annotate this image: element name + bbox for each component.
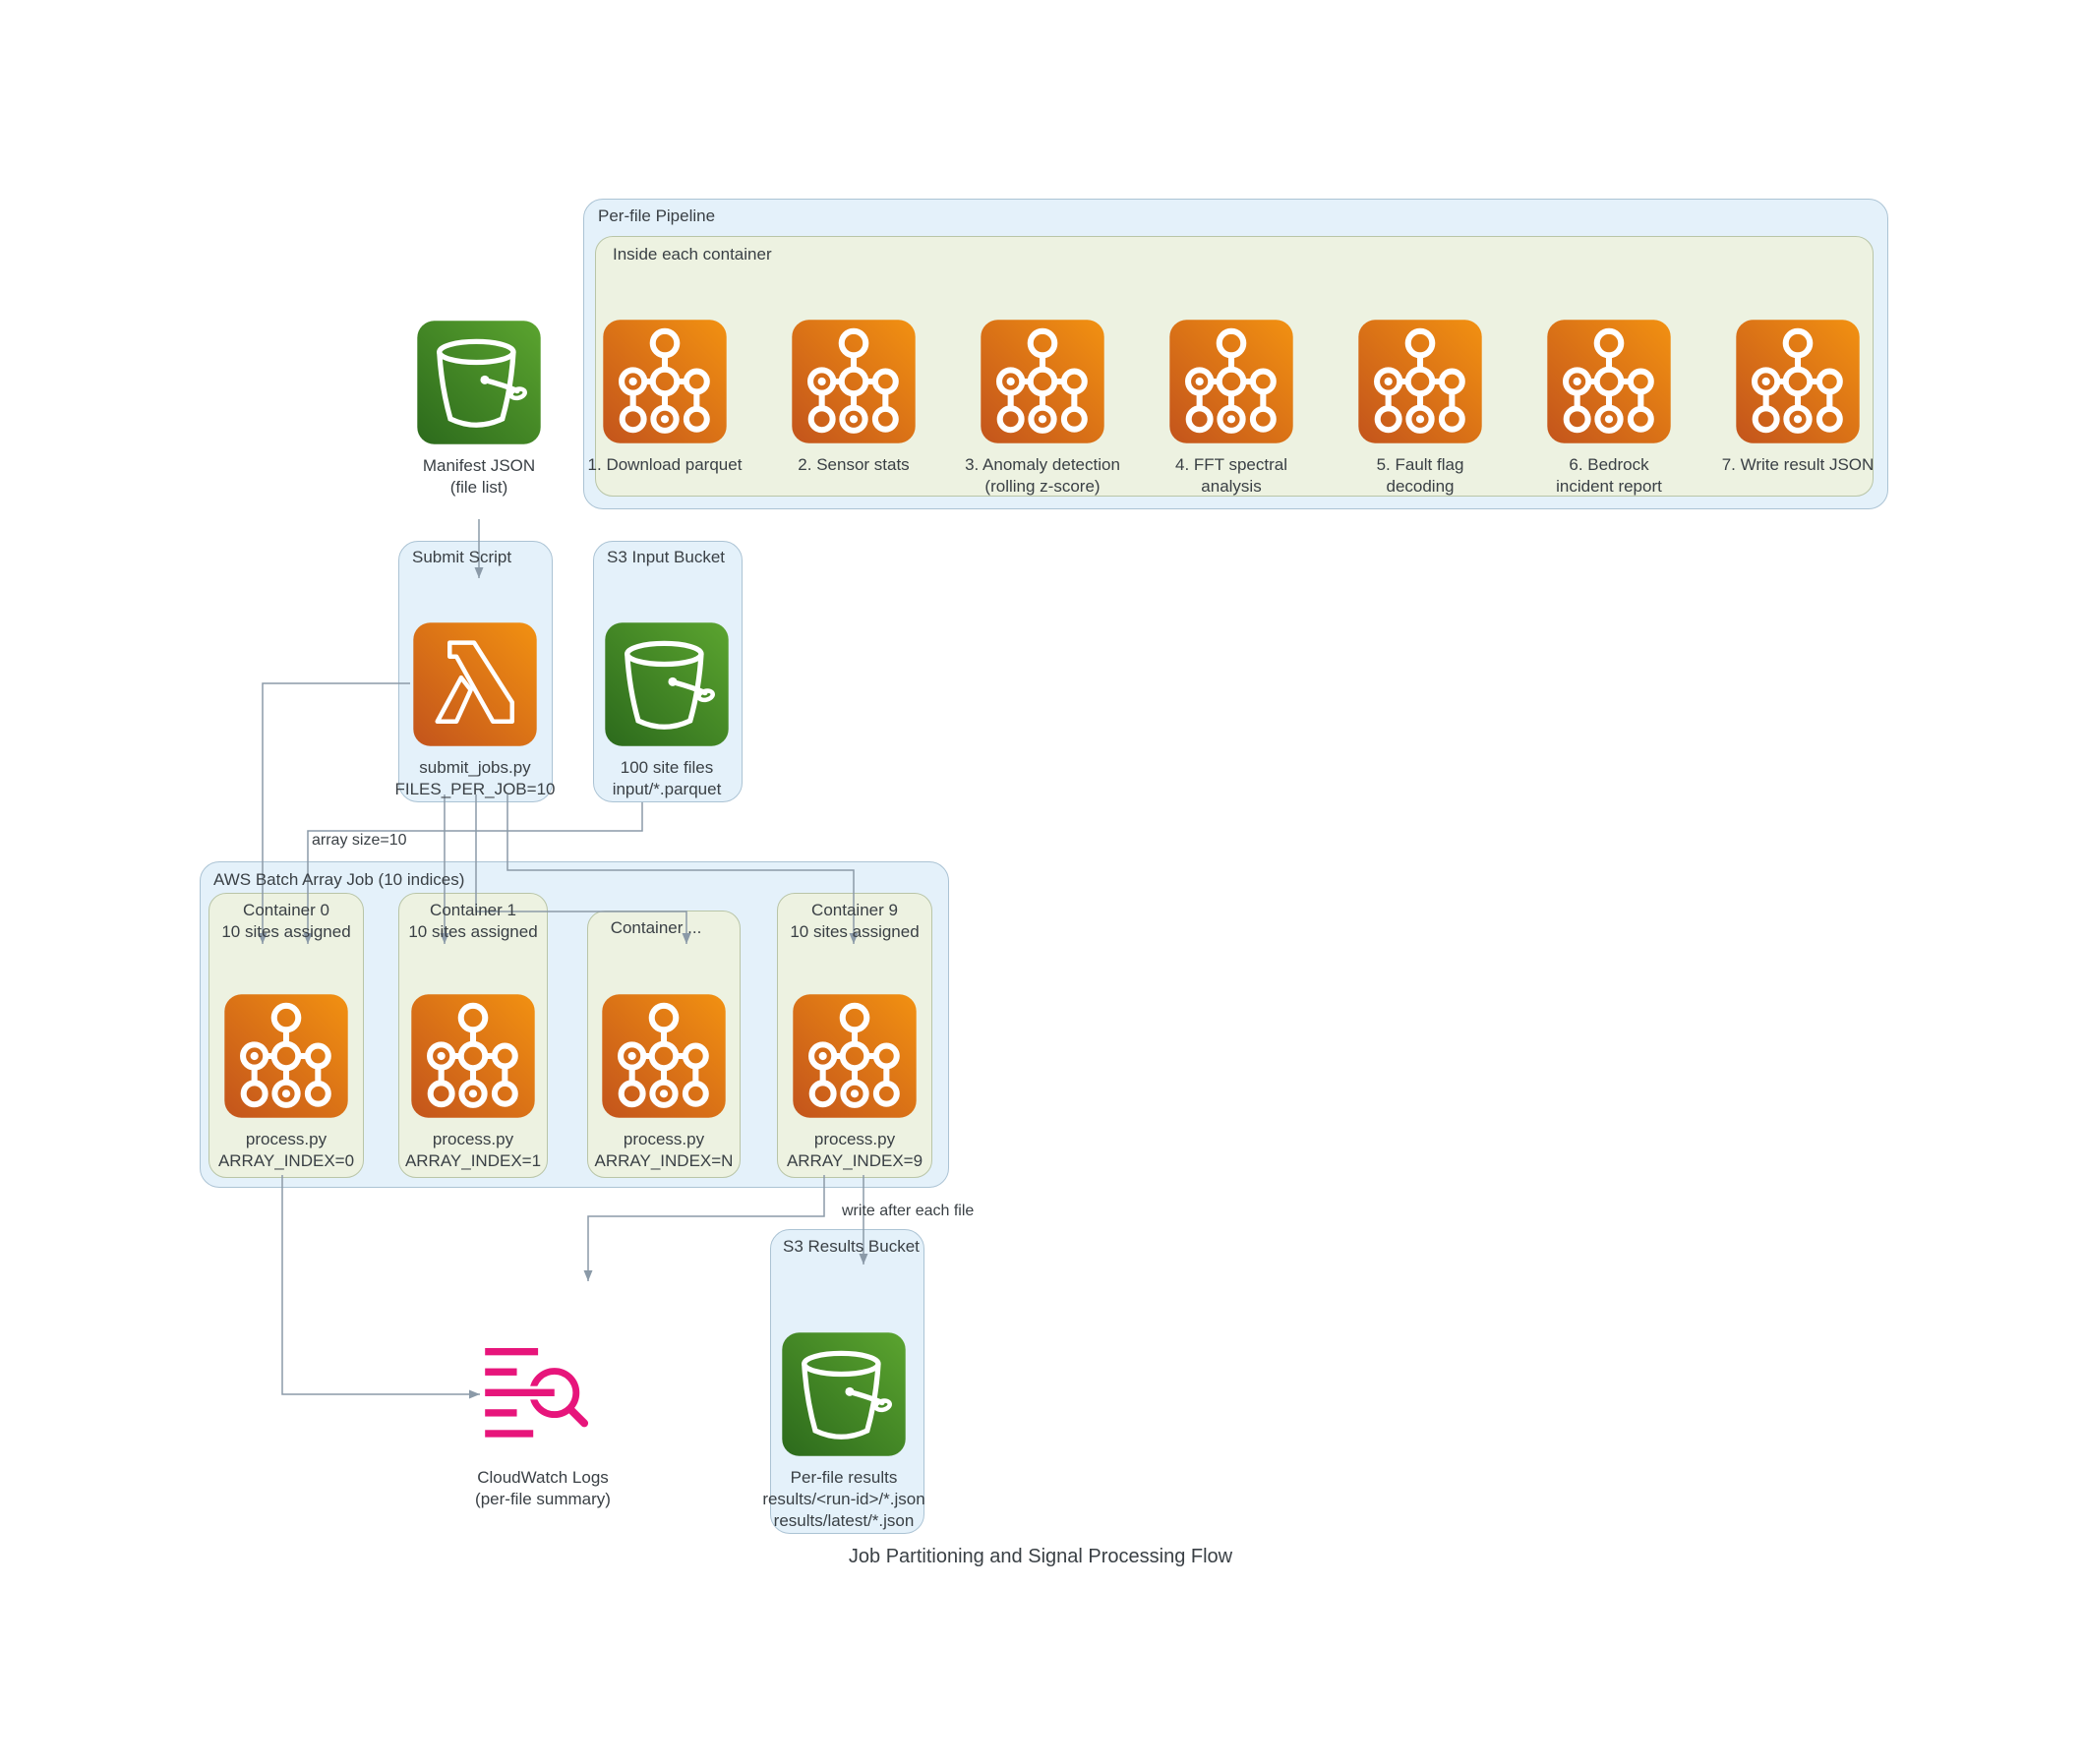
pipeline-step-4: 4. FFT spectral analysis bbox=[1133, 317, 1330, 498]
container-1-process-node: process.py ARRAY_INDEX=1 bbox=[375, 991, 571, 1172]
task-tree-icon bbox=[1166, 317, 1296, 446]
task-tree-icon bbox=[978, 317, 1107, 446]
cloudwatch-node: CloudWatch Logs (per-file summary) bbox=[445, 1347, 641, 1510]
results-bucket-label: Per-file results results/<run-id>/*.json… bbox=[762, 1468, 925, 1530]
s3-bucket-icon bbox=[602, 619, 732, 749]
diagram-title: Job Partitioning and Signal Processing F… bbox=[848, 1546, 1233, 1567]
s3-results-bucket-box-title: S3 Results Bucket bbox=[783, 1237, 920, 1256]
batch-array-job-box-title: AWS Batch Array Job (10 indices) bbox=[213, 870, 465, 889]
submit-lambda-label: submit_jobs.py FILES_PER_JOB=10 bbox=[394, 758, 556, 798]
results-bucket-node: Per-file results results/<run-id>/*.json… bbox=[745, 1329, 942, 1531]
pipeline-step-label: 5. Fault flag decoding bbox=[1376, 455, 1464, 496]
task-tree-icon bbox=[1544, 317, 1674, 446]
pipeline-step-label: 7. Write result JSON bbox=[1721, 455, 1875, 474]
container-dots-process-node: process.py ARRAY_INDEX=N bbox=[566, 991, 762, 1172]
s3-bucket-icon bbox=[414, 318, 544, 447]
array-size-edge-label: array size=10 bbox=[312, 832, 407, 849]
container-dots-process-label: process.py ARRAY_INDEX=N bbox=[594, 1130, 734, 1170]
task-tree-icon bbox=[408, 991, 538, 1121]
container-9-process-label: process.py ARRAY_INDEX=9 bbox=[786, 1130, 923, 1170]
cloudwatch-logs-icon bbox=[485, 1347, 589, 1438]
input-bucket-node: 100 site files input/*.parquet bbox=[568, 619, 765, 800]
container-dots-title: Container ... bbox=[610, 918, 702, 937]
container-0-title: Container 0 10 sites assigned bbox=[221, 901, 351, 942]
container-9-title: Container 9 10 sites assigned bbox=[790, 901, 920, 942]
pipeline-step-label: 1. Download parquet bbox=[587, 455, 743, 474]
lambda-icon bbox=[410, 619, 540, 749]
container-1-process-label: process.py ARRAY_INDEX=1 bbox=[404, 1130, 542, 1170]
task-tree-icon bbox=[789, 317, 919, 446]
task-tree-icon bbox=[1733, 317, 1863, 446]
container-1-title: Container 1 10 sites assigned bbox=[408, 901, 538, 942]
task-tree-icon bbox=[790, 991, 920, 1121]
inside-container-box-title: Inside each container bbox=[613, 245, 772, 264]
s3-bucket-icon bbox=[779, 1329, 909, 1459]
write-after-edge-label: write after each file bbox=[842, 1203, 975, 1219]
manifest-node: Manifest JSON (file list) bbox=[381, 318, 577, 499]
pipeline-step-label: 6. Bedrock incident report bbox=[1556, 455, 1662, 496]
task-tree-icon bbox=[1355, 317, 1485, 446]
container-0-process-label: process.py ARRAY_INDEX=0 bbox=[217, 1130, 355, 1170]
pipeline-step-6: 6. Bedrock incident report bbox=[1511, 317, 1707, 498]
pipeline-box-title: Per-file Pipeline bbox=[598, 206, 716, 225]
pipeline-step-7: 7. Write result JSON bbox=[1699, 317, 1896, 476]
task-tree-icon bbox=[221, 991, 351, 1121]
pipeline-step-3: 3. Anomaly detection (rolling z-score) bbox=[944, 317, 1141, 498]
task-tree-icon bbox=[599, 991, 729, 1121]
cloudwatch-label: CloudWatch Logs (per-file summary) bbox=[475, 1468, 611, 1508]
submit-lambda-node: submit_jobs.py FILES_PER_JOB=10 bbox=[377, 619, 573, 800]
s3-input-bucket-box-title: S3 Input Bucket bbox=[607, 548, 726, 566]
pipeline-step-1: 1. Download parquet bbox=[566, 317, 763, 476]
pipeline-step-label: 2. Sensor stats bbox=[798, 455, 910, 474]
input-bucket-label: 100 site files input/*.parquet bbox=[612, 758, 722, 798]
task-tree-icon bbox=[600, 317, 730, 446]
container-9-process-node: process.py ARRAY_INDEX=9 bbox=[756, 991, 953, 1172]
container-0-process-node: process.py ARRAY_INDEX=0 bbox=[188, 991, 385, 1172]
pipeline-step-label: 4. FFT spectral analysis bbox=[1175, 455, 1287, 496]
pipeline-step-5: 5. Fault flag decoding bbox=[1322, 317, 1518, 498]
pipeline-step-2: 2. Sensor stats bbox=[755, 317, 952, 476]
manifest-label: Manifest JSON (file list) bbox=[422, 456, 536, 497]
pipeline-step-label: 3. Anomaly detection (rolling z-score) bbox=[965, 455, 1120, 496]
submit-script-box-title: Submit Script bbox=[412, 548, 512, 566]
